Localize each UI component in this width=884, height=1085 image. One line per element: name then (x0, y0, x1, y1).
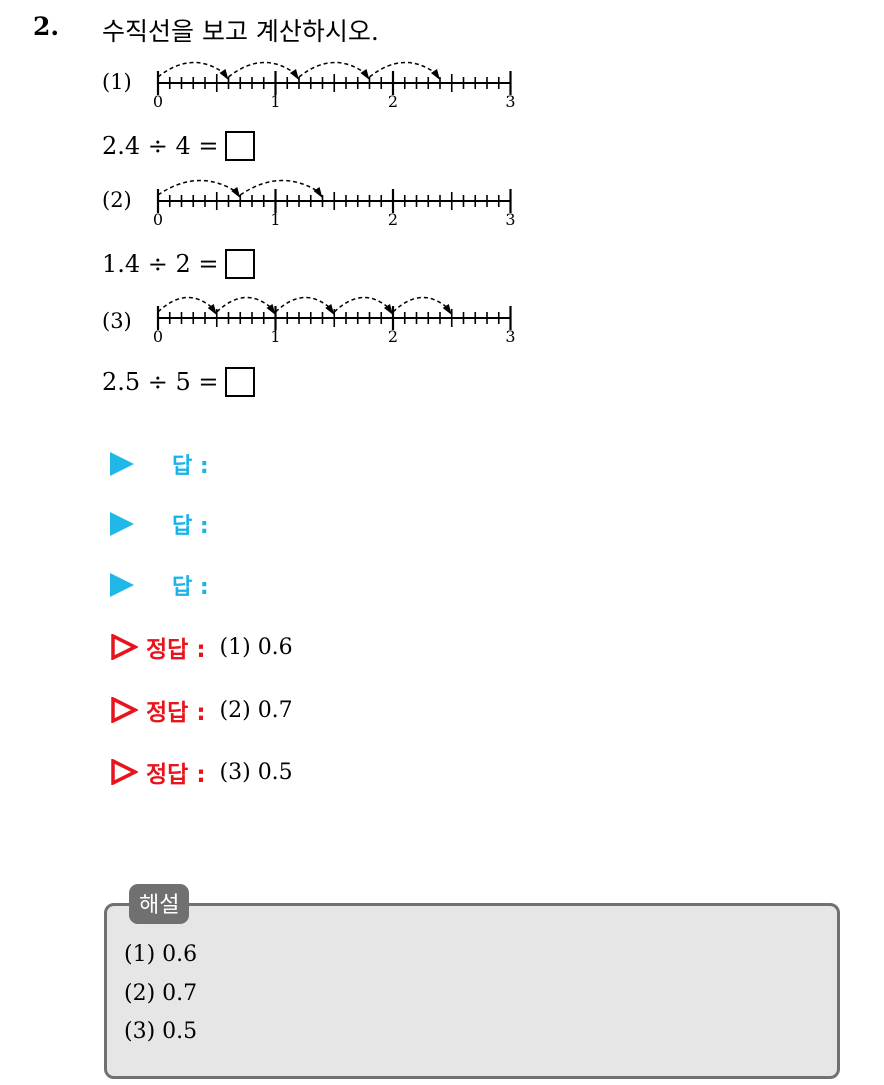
correct-value: (3) 0.5 (219, 759, 293, 785)
arrowhead-icon (290, 69, 299, 80)
jump-arc (228, 61, 298, 78)
arrowhead-icon (266, 304, 276, 315)
problem-label: (2) (102, 188, 132, 212)
answer-box[interactable] (224, 131, 255, 161)
equation: 2.4 ÷ 4 = (102, 128, 255, 164)
correct-label: 정답 : (146, 637, 206, 663)
jump-arc (392, 296, 451, 313)
tick-label: 3 (505, 210, 515, 229)
arrowhead-icon (384, 304, 393, 315)
explanation-panel (104, 903, 840, 1079)
correct-row: 정답 : (3) 0.5 (110, 756, 293, 788)
answer-row: 답 : (110, 449, 209, 479)
tick-label: 0 (153, 327, 163, 346)
tick-label: 0 (153, 210, 163, 229)
play-triangle-icon (110, 452, 134, 476)
problem-label: (1) (102, 70, 132, 94)
answer-label: 답 : (172, 514, 209, 539)
correct-value: (2) 0.7 (219, 697, 293, 723)
play-triangle-icon (110, 573, 134, 597)
question-number: 2. (33, 12, 60, 41)
tick-label: 2 (388, 327, 398, 346)
tick-label: 2 (388, 92, 398, 111)
correct-value: (1) 0.6 (219, 634, 293, 660)
tick-label: 3 (505, 327, 515, 346)
explanation-line: (1) 0.6 (124, 942, 198, 967)
question-text: 수직선을 보고 계산하시오. (102, 17, 379, 46)
tick-label: 1 (270, 327, 280, 346)
number-line: 0 1 2 3 (153, 61, 516, 111)
answer-row: 답 : (110, 570, 209, 600)
answer-label: 답 : (172, 575, 209, 600)
arrowhead-icon (219, 69, 229, 80)
tick-label: 1 (270, 92, 280, 111)
tick-label: 2 (388, 210, 398, 229)
equation: 2.5 ÷ 5 = (102, 364, 255, 400)
arrowhead-icon (325, 304, 335, 315)
explanation-line: (2) 0.7 (124, 981, 198, 1006)
arrowhead-icon (431, 69, 440, 80)
tick-label: 0 (153, 92, 163, 111)
jump-arc (333, 296, 392, 313)
correct-label: 정답 : (146, 762, 206, 788)
correct-label: 정답 : (146, 700, 206, 726)
arrowhead-icon (442, 304, 452, 315)
arrowhead-icon (207, 304, 217, 315)
jump-arc (274, 296, 333, 313)
equation-text: 2.4 ÷ 4 = (102, 132, 219, 160)
number-line: 0 1 2 3 (153, 179, 516, 229)
number-line: 0 1 2 3 (153, 296, 516, 346)
explanation-line: (3) 0.5 (124, 1019, 198, 1044)
tick-label: 1 (270, 210, 280, 229)
problem-label: (3) (102, 309, 132, 333)
correct-row: 정답 : (1) 0.6 (110, 631, 293, 663)
answer-box[interactable] (224, 367, 255, 397)
jump-arc (239, 179, 321, 196)
outline-triangle-icon (111, 759, 138, 785)
arrowhead-icon (231, 187, 241, 198)
jump-arc (157, 179, 239, 196)
jump-arc (369, 61, 439, 78)
jump-arc (157, 296, 216, 313)
explanation-title: 해설 (129, 884, 190, 924)
tick-label: 3 (505, 92, 515, 111)
arrowhead-icon (313, 187, 323, 198)
answer-label: 답 : (172, 454, 209, 479)
jump-arc (157, 61, 227, 78)
jump-arc (298, 61, 368, 78)
answer-box[interactable] (224, 249, 255, 279)
answer-row: 답 : (110, 509, 209, 539)
arrowhead-icon (360, 69, 370, 80)
outline-triangle-icon (111, 634, 138, 660)
play-triangle-icon (110, 512, 134, 536)
equation: 1.4 ÷ 2 = (102, 246, 255, 282)
correct-row: 정답 : (2) 0.7 (110, 694, 293, 726)
equation-text: 2.5 ÷ 5 = (102, 368, 219, 396)
outline-triangle-icon (111, 697, 138, 723)
jump-arc (216, 296, 275, 313)
equation-text: 1.4 ÷ 2 = (102, 250, 219, 278)
